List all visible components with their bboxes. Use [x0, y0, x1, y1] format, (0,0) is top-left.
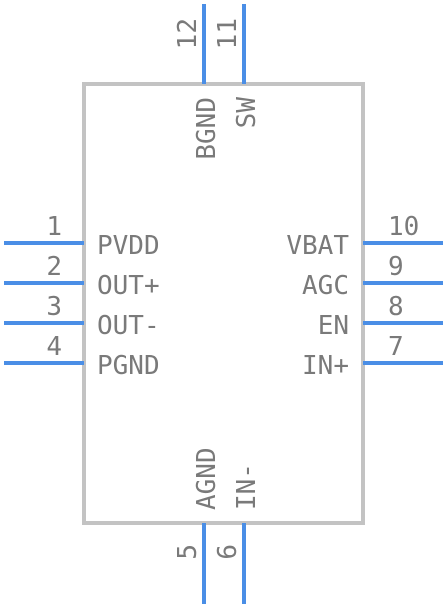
pin-8: 8 EN: [318, 292, 443, 341]
pin-6: 6 IN-: [213, 463, 262, 604]
pin-8-number: 8: [388, 292, 404, 322]
pin-12-number: 12: [173, 18, 203, 49]
pin-9-number: 9: [388, 252, 404, 282]
pin-10-label: VBAT: [286, 231, 349, 261]
pin-7-number: 7: [388, 332, 404, 362]
pin-2: 2 OUT+: [4, 252, 160, 301]
pin-11: 11 SW: [213, 4, 262, 128]
pin-5: 5 AGND: [173, 447, 222, 604]
pin-2-number: 2: [46, 252, 62, 282]
pin-5-number: 5: [173, 544, 203, 560]
pin-9-label: AGC: [302, 271, 349, 301]
pin-12-label: BGND: [192, 97, 222, 160]
pin-10-number: 10: [388, 212, 419, 242]
pin-11-label: SW: [232, 97, 262, 129]
pin-4: 4 PGND: [4, 332, 160, 381]
pin-3-label: OUT-: [97, 311, 160, 341]
pin-4-number: 4: [46, 332, 62, 362]
pin-5-label: AGND: [192, 447, 222, 510]
pin-6-number: 6: [213, 544, 243, 560]
pin-7-label: IN+: [302, 351, 349, 381]
pin-12: 12 BGND: [173, 4, 222, 160]
pin-1: 1 PVDD: [4, 212, 160, 261]
pin-6-label: IN-: [232, 463, 262, 510]
pin-2-label: OUT+: [97, 271, 160, 301]
pin-4-label: PGND: [97, 351, 160, 381]
pin-9: 9 AGC: [302, 252, 443, 301]
pin-7: 7 IN+: [302, 332, 443, 381]
pin-8-label: EN: [318, 311, 349, 341]
pin-10: 10 VBAT: [286, 212, 443, 261]
pin-1-number: 1: [46, 212, 62, 242]
pin-11-number: 11: [213, 18, 243, 49]
pin-3: 3 OUT-: [4, 292, 160, 341]
pin-3-number: 3: [46, 292, 62, 322]
chip-body: [82, 82, 365, 525]
pin-1-label: PVDD: [97, 231, 160, 261]
